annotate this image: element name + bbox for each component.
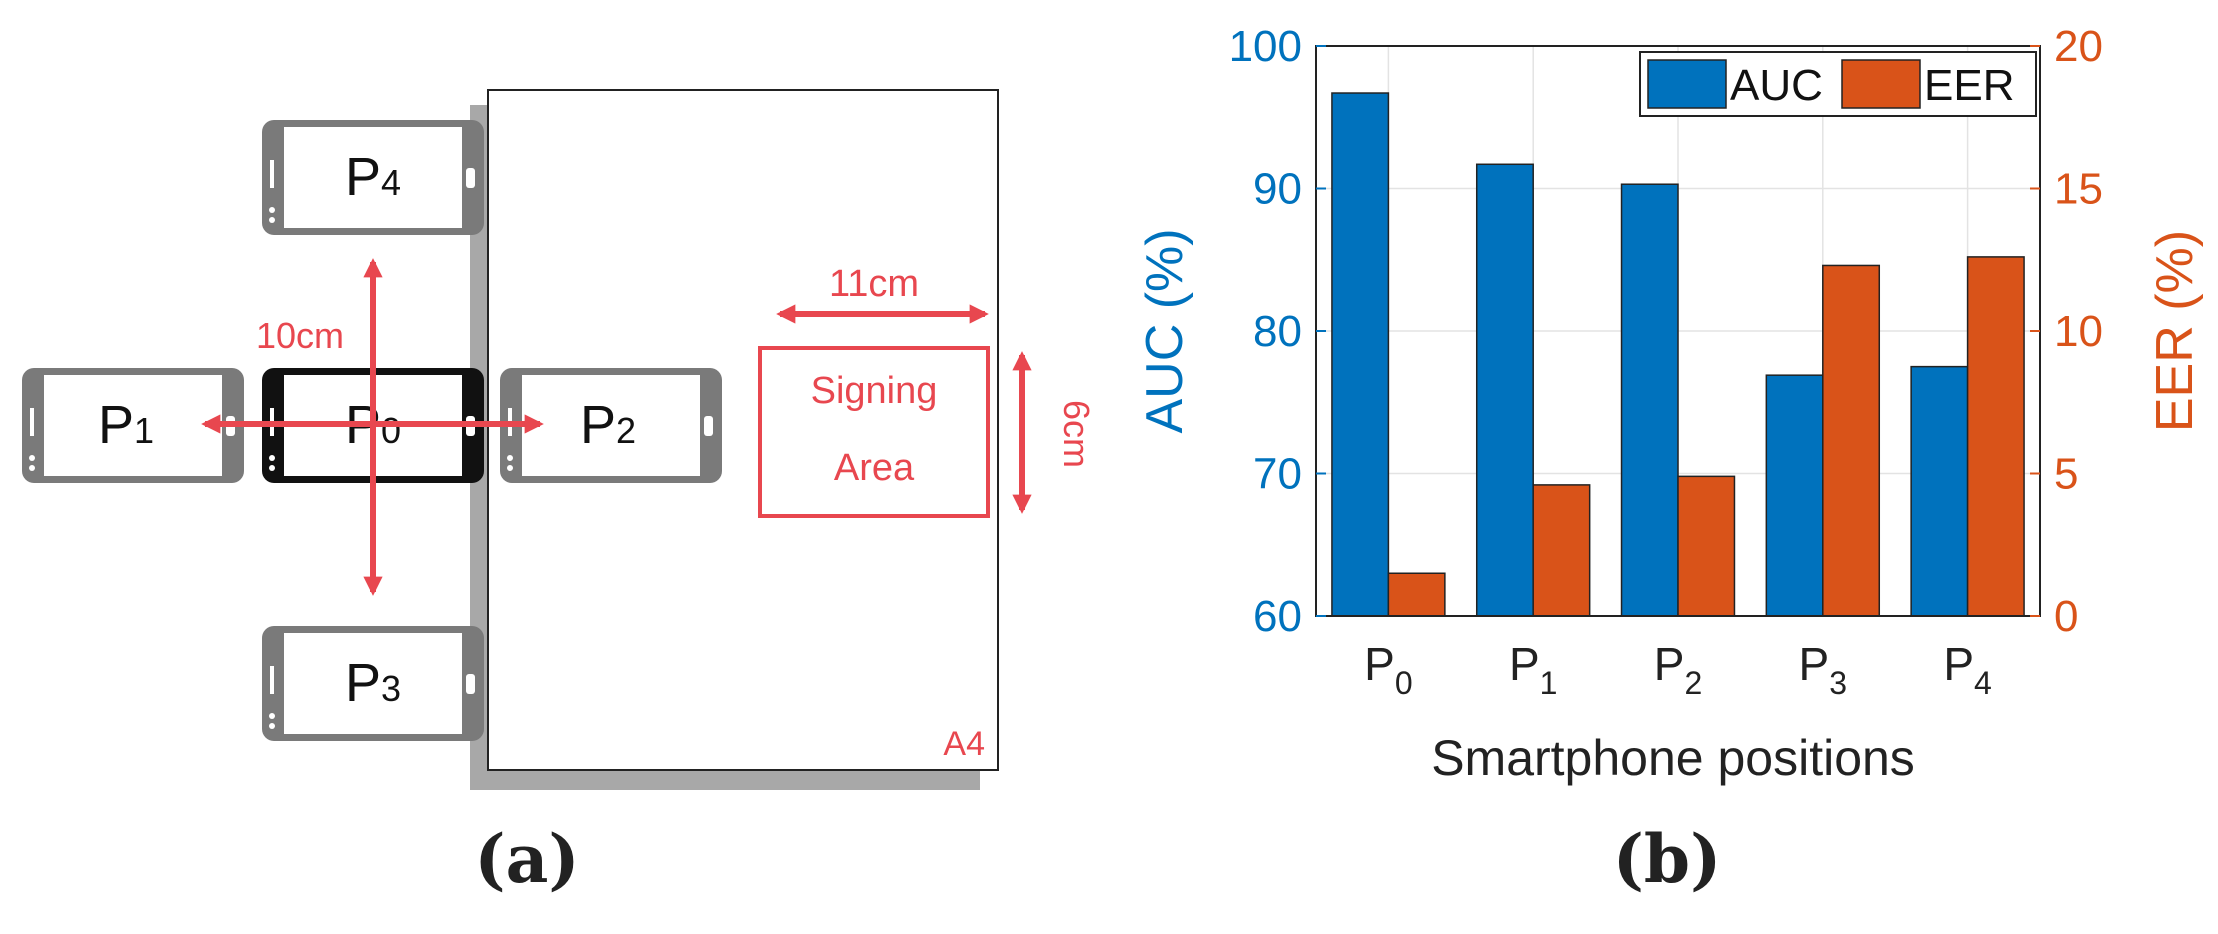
caption-a: (a) <box>427 820 627 898</box>
x-tick-label-sub: 2 <box>1684 665 1702 701</box>
legend-swatch-eer <box>1841 59 1921 109</box>
bar-eer-4 <box>1966 256 2025 617</box>
panel-a-diagram: A4 Signing Area 11cm 6cm P4 P1 <box>22 89 1097 790</box>
bar-eer-2 <box>1677 475 1736 617</box>
tick-label-right: 15 <box>2054 165 2103 214</box>
phone-p3: P3 <box>262 626 484 741</box>
signing-area-line2: Area <box>834 447 915 489</box>
legend-label-eer: EER <box>1924 61 2014 110</box>
bar-eer-3 <box>1822 264 1881 617</box>
width-label: 11cm <box>829 263 919 305</box>
tick-label-right: 0 <box>2054 592 2078 641</box>
bar-auc-0 <box>1331 92 1390 617</box>
phone-p2: P2 <box>500 368 722 483</box>
x-tick-label: P4 <box>1943 638 1991 701</box>
legend: AUC EER <box>1639 51 2037 117</box>
x-tick-label-sub: 3 <box>1829 665 1847 701</box>
phone-label-p2: P2 <box>580 395 636 455</box>
legend-swatch-auc <box>1647 59 1727 109</box>
x-tick-label-base: P <box>1654 638 1685 690</box>
x-tick-label: P2 <box>1654 638 1702 701</box>
y-axis-right-label: EER (%) <box>2146 230 2204 432</box>
tick-label-left: 70 <box>1253 450 1302 499</box>
signing-area-box <box>758 346 990 518</box>
distance-label: 10cm <box>256 315 344 356</box>
x-tick-label-sub: 4 <box>1974 665 1992 701</box>
x-tick-label-sub: 0 <box>1395 665 1413 701</box>
x-axis-label: Smartphone positions <box>1431 730 1915 786</box>
tick-label-left: 60 <box>1253 592 1302 641</box>
bar-eer-1 <box>1532 484 1591 617</box>
caption-a-text: (a) <box>474 820 580 898</box>
phone-p4: P4 <box>262 120 484 235</box>
height-label: 6cm <box>1056 400 1097 468</box>
phone-label-p3: P3 <box>345 653 401 713</box>
tick-label-right: 5 <box>2054 450 2078 499</box>
bar-auc-1 <box>1475 163 1534 617</box>
x-tick-label: P0 <box>1364 638 1412 701</box>
bar-eer-0 <box>1387 572 1446 617</box>
tick-label-left: 80 <box>1253 307 1302 356</box>
y-axis-left-label: AUC (%) <box>1136 228 1194 433</box>
phone-p1: P1 <box>22 368 244 483</box>
x-tick-label: P1 <box>1509 638 1557 701</box>
phone-label-p4: P4 <box>345 147 401 207</box>
legend-label-auc: AUC <box>1730 61 1823 110</box>
tick-label-right: 10 <box>2054 307 2103 356</box>
caption-b-text: (b) <box>1612 820 1722 898</box>
caption-b: (b) <box>1567 820 1767 898</box>
x-tick-label-base: P <box>1364 638 1395 690</box>
phone-label-p1: P1 <box>98 395 154 455</box>
bar-auc-4 <box>1910 365 1969 617</box>
x-tick-label-base: P <box>1943 638 1974 690</box>
signing-area-line1: Signing <box>811 370 938 412</box>
bars <box>1331 92 2025 617</box>
bar-auc-3 <box>1765 374 1824 617</box>
x-tick-label-sub: 1 <box>1540 665 1558 701</box>
paper-label: A4 <box>943 725 985 763</box>
bar-auc-2 <box>1620 183 1679 617</box>
x-tick-label-base: P <box>1509 638 1540 690</box>
x-tick-label: P3 <box>1799 638 1847 701</box>
tick-label-right: 20 <box>2054 22 2103 71</box>
tick-label-left: 90 <box>1253 165 1302 214</box>
x-tick-label-base: P <box>1799 638 1830 690</box>
tick-label-left: 100 <box>1229 22 1302 71</box>
